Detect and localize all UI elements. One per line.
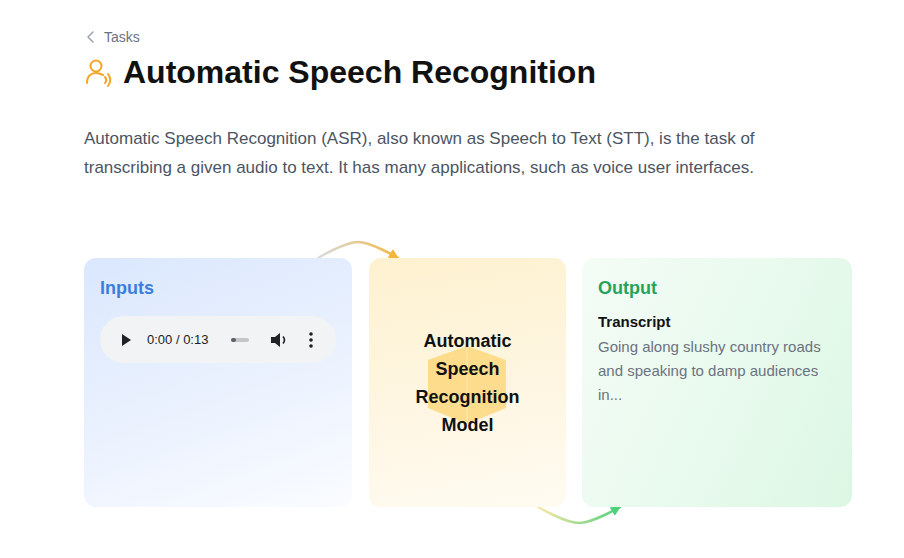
flow-arrow xyxy=(538,507,620,523)
volume-wave xyxy=(283,337,285,344)
icon-wave xyxy=(105,77,106,83)
task-icon xyxy=(87,61,110,87)
menu-dot xyxy=(309,338,313,342)
output-subheading: Transcript xyxy=(598,311,836,333)
back-chevron xyxy=(88,32,93,42)
play-button xyxy=(122,334,131,346)
menu-dot xyxy=(309,344,313,348)
model-icon xyxy=(428,346,506,424)
title-slot: Automatic Speech Recognition xyxy=(123,52,596,92)
progress-fill xyxy=(231,338,236,342)
label-slot: Tasks xyxy=(104,28,140,46)
panel-heading: Output xyxy=(598,276,836,300)
audio-player: 0:00 / 0:13 xyxy=(100,316,336,363)
model-fold xyxy=(466,347,468,423)
player-controls xyxy=(122,332,313,348)
flow-arrow xyxy=(318,242,398,258)
breadcrumb-link: Tasks xyxy=(104,28,140,46)
icon-head xyxy=(91,61,102,72)
model-box: Automatic Speech Recognition Model xyxy=(369,258,566,507)
transcript-text: Going along slushy country roads and spe… xyxy=(598,335,836,407)
menu-dot xyxy=(309,332,313,336)
icon-wave xyxy=(108,74,110,86)
output-panel: OutputTranscriptGoing along slushy count… xyxy=(582,258,852,507)
model-name: Automatic Speech Recognition Model xyxy=(398,327,538,439)
volume-icon xyxy=(271,333,280,347)
input-panel: Inputs 0:00 / 0:13 xyxy=(84,258,352,507)
page-title: Automatic Speech Recognition xyxy=(123,52,596,92)
panel-heading: Inputs xyxy=(100,276,336,300)
audio-time: 0:00 / 0:13 xyxy=(147,332,208,348)
model-shape xyxy=(428,346,506,424)
icon-shoulders xyxy=(87,73,103,83)
progress-track xyxy=(231,338,249,342)
label-slot: Automatic Speech Recognition (ASR), also… xyxy=(84,124,784,182)
task-description: Automatic Speech Recognition (ASR), also… xyxy=(84,124,784,182)
